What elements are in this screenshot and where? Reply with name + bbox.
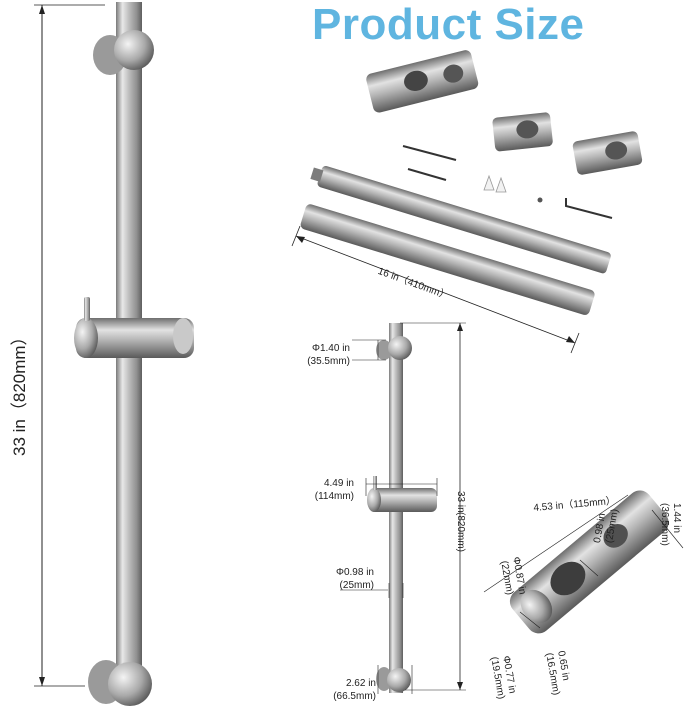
bar-dia-in: Φ0.98 in	[335, 567, 374, 578]
holder-detail	[483, 490, 684, 634]
holder-height-mm: (36.5mm)	[659, 503, 670, 546]
holder-height-in: 1.44 in	[671, 503, 682, 534]
bar-dia-mm: (25mm)	[339, 580, 374, 591]
bar-length-in: 33 in	[455, 491, 466, 513]
main-slide-bar	[34, 2, 194, 706]
bottom-bracket-mm: (66.5mm)	[333, 691, 376, 702]
kit-parts	[291, 50, 643, 354]
holder-width-mm: (114mm)	[314, 491, 354, 502]
bar-length-mm: (820mm)	[455, 512, 466, 553]
holder-width-in: 4.49 in	[323, 478, 354, 489]
dimension-drawing	[340, 322, 466, 694]
bracket-dia-mm: (35.5mm)	[307, 356, 350, 367]
page-title: Product Size	[312, 0, 585, 49]
bracket-dia-in: Φ1.40 in	[311, 343, 350, 354]
bottom-bracket-in: 2.62 in	[345, 678, 376, 689]
main-bar-length-label: 33 in（820mm）	[10, 328, 29, 456]
